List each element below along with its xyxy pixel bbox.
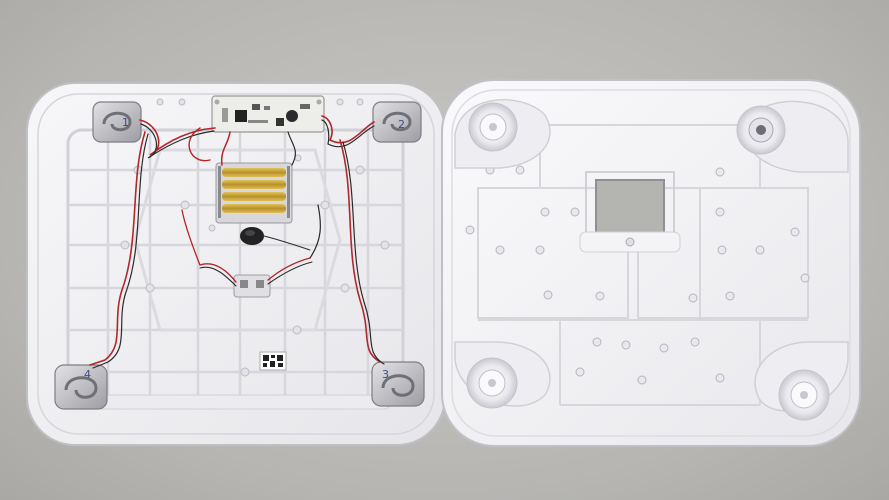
foot-cup-top-left [454, 98, 551, 169]
load-cell-bottom-left: 4 [54, 364, 108, 410]
buzzer-disc [240, 227, 264, 245]
foot-cup-bottom-right [754, 341, 849, 421]
foot-cup-bottom-left [454, 341, 551, 409]
mark-1: 1 [122, 116, 129, 129]
load-cell-top-right: 2 [372, 101, 422, 143]
mark-4: 4 [84, 368, 91, 381]
mark-3: 3 [382, 368, 389, 381]
mark-2: 2 [398, 118, 405, 131]
wiring [89, 115, 385, 369]
circuit-board [211, 95, 325, 133]
connector-module [233, 274, 271, 298]
display-window [595, 179, 665, 237]
load-cell-bottom-right: 3 [371, 361, 425, 407]
battery-pack [215, 162, 293, 224]
qr-label [259, 351, 287, 371]
load-cell-top-left: 1 [92, 101, 142, 143]
foot-cup-top-right [736, 100, 849, 173]
